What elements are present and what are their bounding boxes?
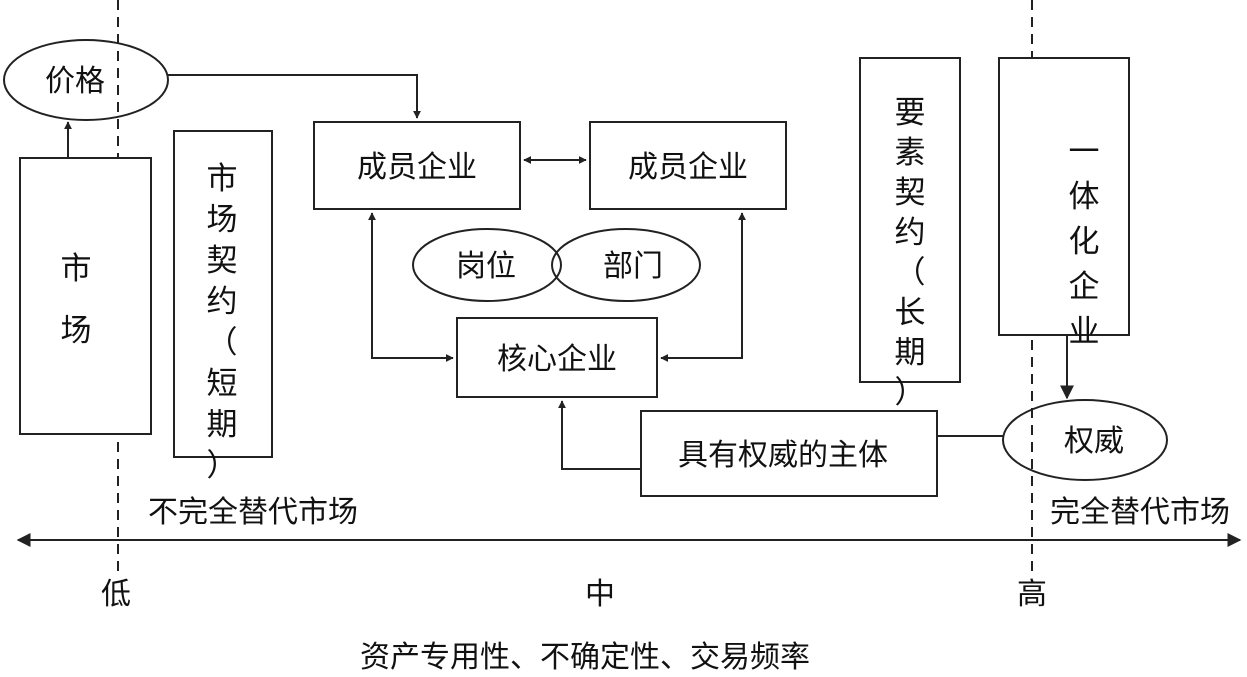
arrow-member-right-core — [660, 212, 746, 362]
market-contract-node — [173, 130, 273, 458]
axis-right-label: 完全替代市场 — [1050, 495, 1230, 530]
arrow-price-to-member-left — [168, 74, 421, 119]
authority-subject-label: 具有权威的主体 — [678, 438, 888, 473]
factor-contract-label: 要素契约（长期） — [895, 95, 926, 411]
member-enterprise-right — [589, 121, 787, 210]
member-left-label: 成员企业 — [357, 150, 477, 185]
post-label: 岗位 — [456, 249, 516, 284]
authority-subject-node — [640, 410, 938, 497]
member-right-label: 成员企业 — [628, 150, 748, 185]
core-enterprise-node — [456, 317, 658, 398]
price-node — [3, 39, 169, 121]
authority-node — [1002, 399, 1168, 481]
axis-left-label: 不完全替代市场 — [148, 495, 358, 530]
integrated-enterprise-node — [998, 57, 1130, 336]
axis-high-label: 高 — [1017, 577, 1047, 612]
factor-contract-node — [859, 57, 961, 383]
market-node — [19, 157, 152, 435]
core-enterprise-label: 核心企业 — [497, 342, 617, 377]
axis-low-label: 低 — [101, 577, 131, 612]
arrow-subject-to-core — [558, 400, 641, 470]
authority-label: 权威 — [1064, 424, 1124, 459]
member-enterprise-left — [313, 121, 521, 210]
market-label: 市场 — [61, 251, 92, 349]
price-label: 价格 — [45, 64, 105, 99]
axis-mid-label: 中 — [585, 577, 615, 612]
axis-caption: 资产专用性、不确定性、交易频率 — [360, 640, 810, 675]
arrow-member-left-core — [368, 212, 454, 362]
department-label: 部门 — [603, 249, 663, 284]
market-contract-label: 市场契约（短期） — [207, 161, 238, 484]
integrated-enterprise-label: 一体化企业 — [1069, 134, 1100, 350]
